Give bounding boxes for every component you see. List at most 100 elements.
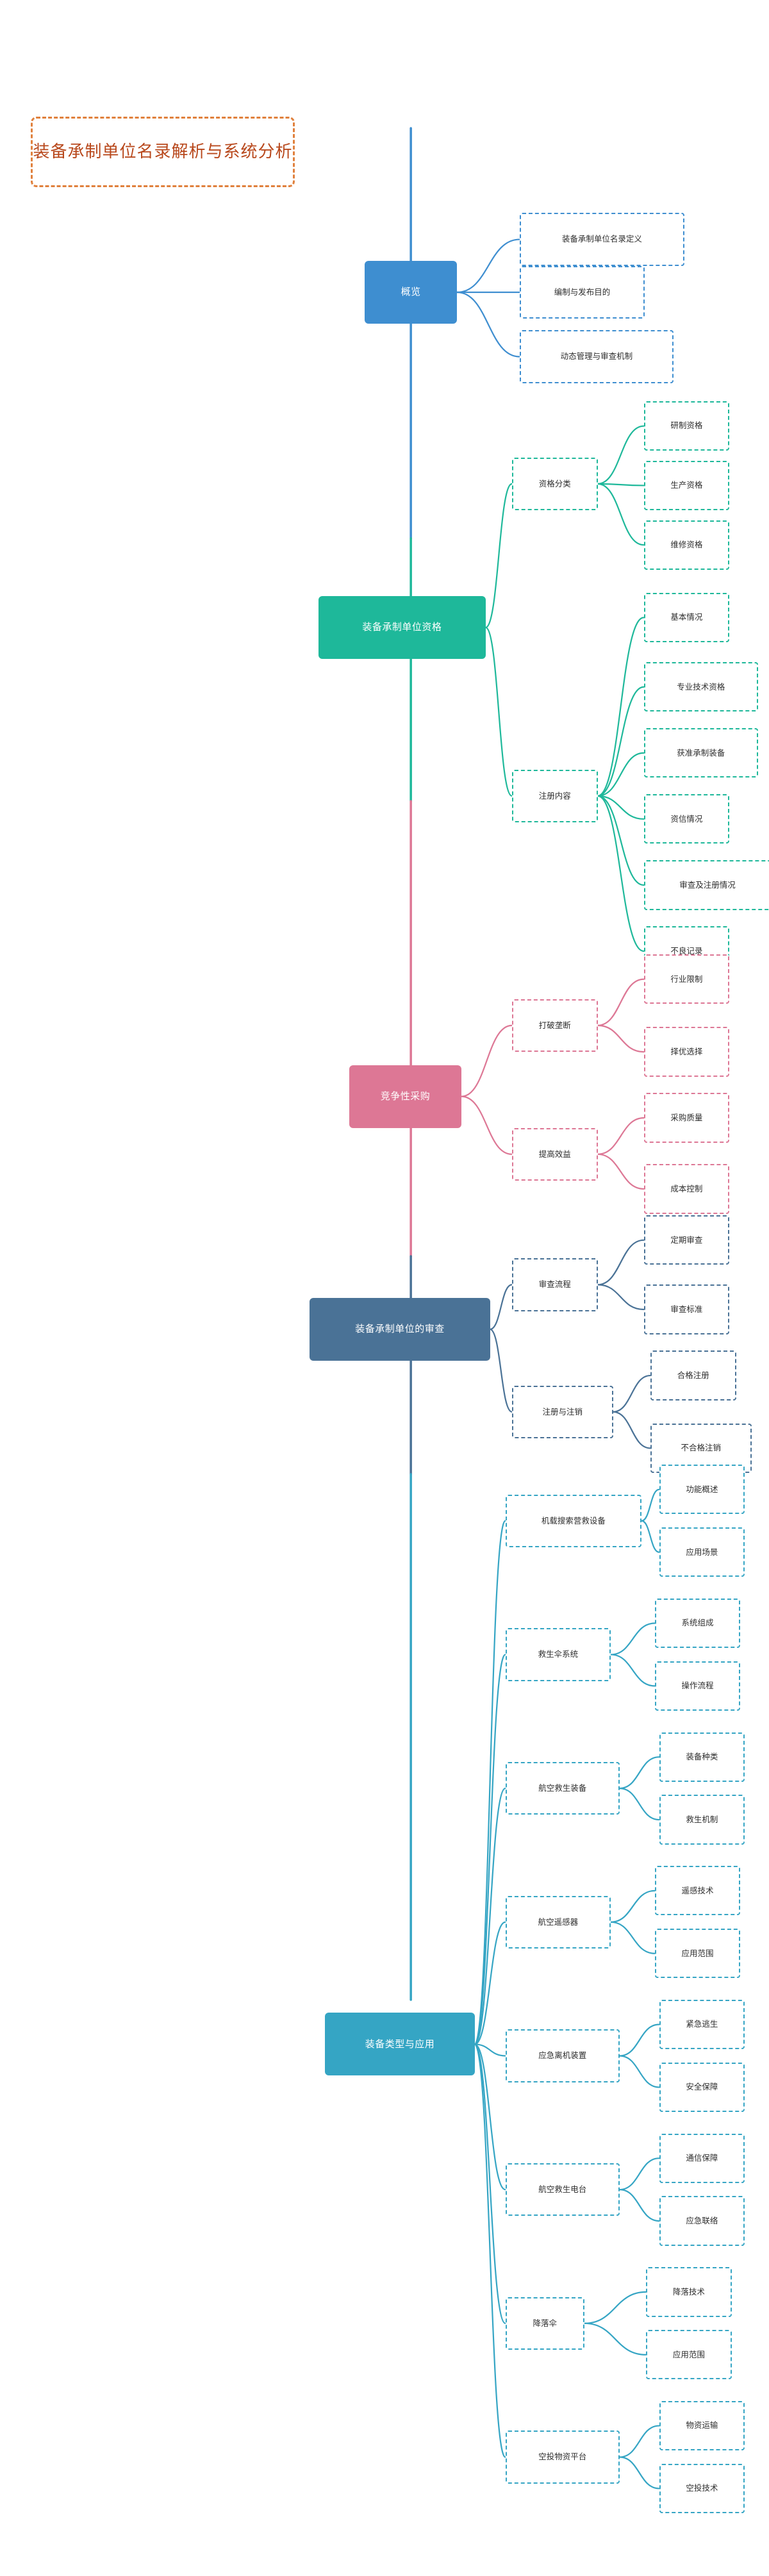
branch-qualification-node-1[interactable]: 注册内容 bbox=[511, 769, 598, 822]
branch-qualification-leaf-1-1-label: 专业技术资格 bbox=[677, 682, 725, 692]
branch-types-leaf-7-1-label: 空投技术 bbox=[686, 2484, 718, 2493]
root-title[interactable]: 装备承制单位名录解析与系统分析 bbox=[31, 117, 295, 187]
branch-types-node-7[interactable]: 空投物资平台 bbox=[505, 2431, 620, 2484]
branch-review-leaf-0-0-label: 定期审查 bbox=[670, 1235, 703, 1245]
branch-types-leaf-7-1[interactable]: 空投技术 bbox=[659, 2463, 745, 2514]
branch-review-node-1[interactable]: 注册与注销 bbox=[511, 1385, 613, 1438]
branch-review-leaf-0-0[interactable]: 定期审查 bbox=[643, 1215, 730, 1265]
branch-qualification-leaf-1-0[interactable]: 基本情况 bbox=[643, 592, 730, 643]
branch-types-leaf-6-0[interactable]: 降落技术 bbox=[646, 2267, 732, 2317]
branch-overview-node-1[interactable]: 编制与发布目的 bbox=[519, 265, 645, 319]
branch-qualification-leaf-1-0-label: 基本情况 bbox=[670, 613, 703, 622]
branch-types-node-2[interactable]: 航空救生装备 bbox=[505, 1761, 620, 1815]
branch-types-leaf-1-0[interactable]: 系统组成 bbox=[654, 1598, 741, 1649]
branch-review-leaf-1-1[interactable]: 不合格注销 bbox=[650, 1423, 752, 1474]
branch-types-node-4[interactable]: 应急离机装置 bbox=[505, 2029, 620, 2082]
branch-procurement-node-1[interactable]: 提高效益 bbox=[511, 1127, 598, 1181]
branch-review-node-1-label: 注册与注销 bbox=[542, 1407, 583, 1417]
branch-types-leaf-6-0-label: 降落技术 bbox=[672, 2287, 705, 2297]
branch-types-node-0[interactable]: 机载搜索营救设备 bbox=[505, 1494, 642, 1547]
root-title-label: 装备承制单位名录解析与系统分析 bbox=[33, 142, 293, 162]
branch-qualification-leaf-1-2[interactable]: 获准承制装备 bbox=[643, 728, 758, 778]
branch-types-leaf-2-0-label: 装备种类 bbox=[686, 1752, 718, 1761]
branch-procurement[interactable]: 竞争性采购 bbox=[349, 1065, 461, 1128]
branch-qualification-leaf-0-0[interactable]: 研制资格 bbox=[643, 401, 730, 451]
branch-overview-node-2-label: 动态管理与审查机制 bbox=[560, 352, 633, 361]
branch-review-node-0[interactable]: 审查流程 bbox=[511, 1258, 598, 1311]
branch-types-leaf-0-1[interactable]: 应用场景 bbox=[659, 1527, 745, 1577]
branch-procurement-label: 竞争性采购 bbox=[380, 1091, 431, 1102]
branch-overview-node-1-label: 编制与发布目的 bbox=[554, 287, 611, 297]
branch-types-leaf-4-0-label: 紧急逃生 bbox=[686, 2020, 718, 2029]
branch-procurement-node-0[interactable]: 打破垄断 bbox=[511, 999, 598, 1052]
branch-procurement-leaf-1-1-label: 成本控制 bbox=[670, 1184, 703, 1193]
branch-types-leaf-4-1[interactable]: 安全保障 bbox=[659, 2062, 745, 2113]
branch-qualification-leaf-0-2[interactable]: 维修资格 bbox=[643, 520, 730, 570]
branch-types-leaf-4-0[interactable]: 紧急逃生 bbox=[659, 1999, 745, 2050]
branch-types-leaf-3-1[interactable]: 应用范围 bbox=[654, 1929, 741, 1979]
branch-types-leaf-1-1-label: 操作流程 bbox=[681, 1681, 714, 1691]
branch-overview-node-2[interactable]: 动态管理与审查机制 bbox=[519, 330, 674, 383]
branch-qualification-node-0[interactable]: 资格分类 bbox=[511, 457, 598, 511]
branch-qualification-leaf-1-3[interactable]: 资信情况 bbox=[643, 794, 730, 844]
branch-types-leaf-2-1[interactable]: 救生机制 bbox=[659, 1795, 745, 1845]
branch-types-leaf-6-1-label: 应用范围 bbox=[672, 2350, 705, 2359]
branch-overview[interactable]: 概览 bbox=[365, 261, 458, 324]
branch-qualification-node-0-label: 资格分类 bbox=[538, 479, 571, 488]
branch-review-label: 装备承制单位的审查 bbox=[355, 1324, 445, 1335]
branch-procurement-leaf-1-1[interactable]: 成本控制 bbox=[643, 1164, 730, 1214]
branch-review-leaf-1-1-label: 不合格注销 bbox=[681, 1443, 721, 1453]
branch-procurement-leaf-1-0-label: 采购质量 bbox=[670, 1113, 703, 1122]
branch-qualification-leaf-1-4-label: 审查及注册情况 bbox=[679, 880, 736, 890]
branch-types-leaf-5-1[interactable]: 应急联络 bbox=[659, 2196, 745, 2246]
branch-types-leaf-2-0[interactable]: 装备种类 bbox=[659, 1732, 745, 1782]
branch-types-leaf-0-0-label: 功能概述 bbox=[686, 1484, 718, 1494]
branch-types-leaf-2-1-label: 救生机制 bbox=[686, 1815, 718, 1824]
branch-types-leaf-6-1[interactable]: 应用范围 bbox=[646, 2330, 732, 2380]
branch-qualification-leaf-0-1[interactable]: 生产资格 bbox=[643, 460, 730, 511]
branch-types-node-5[interactable]: 航空救生电台 bbox=[505, 2163, 620, 2216]
branch-types-node-2-label: 航空救生装备 bbox=[538, 1783, 587, 1793]
branch-types-leaf-5-0-label: 通信保障 bbox=[686, 2154, 718, 2163]
branch-qualification[interactable]: 装备承制单位资格 bbox=[318, 596, 486, 659]
branch-types-leaf-0-1-label: 应用场景 bbox=[686, 1547, 718, 1557]
branch-types-leaf-7-0[interactable]: 物资运输 bbox=[659, 2400, 745, 2451]
branch-types-leaf-0-0[interactable]: 功能概述 bbox=[659, 1465, 745, 1515]
branch-types[interactable]: 装备类型与应用 bbox=[325, 2013, 475, 2076]
branch-qualification-leaf-1-3-label: 资信情况 bbox=[670, 814, 703, 824]
branch-types-node-1-label: 救生伞系统 bbox=[538, 1650, 579, 1659]
branch-types-node-1[interactable]: 救生伞系统 bbox=[505, 1628, 611, 1681]
branch-types-node-6[interactable]: 降落伞 bbox=[505, 2297, 584, 2350]
branch-procurement-leaf-1-0[interactable]: 采购质量 bbox=[643, 1093, 730, 1143]
branch-qualification-leaf-1-2-label: 获准承制装备 bbox=[677, 748, 725, 758]
branch-types-node-6-label: 降落伞 bbox=[533, 2318, 558, 2328]
branch-types-node-0-label: 机载搜索营救设备 bbox=[541, 1516, 606, 1525]
branch-types-leaf-3-0[interactable]: 遥感技术 bbox=[654, 1866, 741, 1916]
branch-procurement-leaf-0-1[interactable]: 择优选择 bbox=[643, 1027, 730, 1077]
branch-qualification-leaf-1-5-label: 不良记录 bbox=[670, 946, 703, 956]
branch-types-leaf-4-1-label: 安全保障 bbox=[686, 2082, 718, 2092]
branch-review-leaf-1-0[interactable]: 合格注册 bbox=[650, 1350, 736, 1400]
branch-types-node-3-label: 航空遥感器 bbox=[538, 1917, 579, 1927]
branch-qualification-node-1-label: 注册内容 bbox=[538, 791, 571, 801]
branch-types-leaf-1-0-label: 系统组成 bbox=[681, 1618, 714, 1628]
branch-qualification-leaf-0-1-label: 生产资格 bbox=[670, 481, 703, 490]
branch-procurement-leaf-0-0[interactable]: 行业限制 bbox=[643, 954, 730, 1004]
branch-types-node-4-label: 应急离机装置 bbox=[538, 2051, 587, 2061]
branch-types-label: 装备类型与应用 bbox=[365, 2038, 435, 2050]
branch-review[interactable]: 装备承制单位的审查 bbox=[310, 1297, 490, 1361]
branch-review-leaf-0-1-label: 审查标准 bbox=[670, 1304, 703, 1314]
branch-overview-node-0[interactable]: 装备承制单位名录定义 bbox=[519, 213, 684, 266]
branch-qualification-leaf-1-4[interactable]: 审查及注册情况 bbox=[643, 860, 769, 910]
branch-overview-node-0-label: 装备承制单位名录定义 bbox=[561, 235, 642, 244]
branch-overview-label: 概览 bbox=[401, 287, 421, 298]
branch-procurement-leaf-0-0-label: 行业限制 bbox=[670, 974, 703, 984]
branch-types-leaf-5-0[interactable]: 通信保障 bbox=[659, 2133, 745, 2183]
branch-types-leaf-1-1[interactable]: 操作流程 bbox=[654, 1661, 741, 1711]
branch-review-leaf-0-1[interactable]: 审查标准 bbox=[643, 1284, 730, 1334]
branch-procurement-node-1-label: 提高效益 bbox=[538, 1149, 571, 1159]
branch-types-node-3[interactable]: 航空遥感器 bbox=[505, 1895, 611, 1949]
branch-types-node-7-label: 空投物资平台 bbox=[538, 2452, 587, 2462]
branch-qualification-leaf-1-1[interactable]: 专业技术资格 bbox=[643, 662, 758, 712]
branch-procurement-leaf-0-1-label: 择优选择 bbox=[670, 1047, 703, 1056]
